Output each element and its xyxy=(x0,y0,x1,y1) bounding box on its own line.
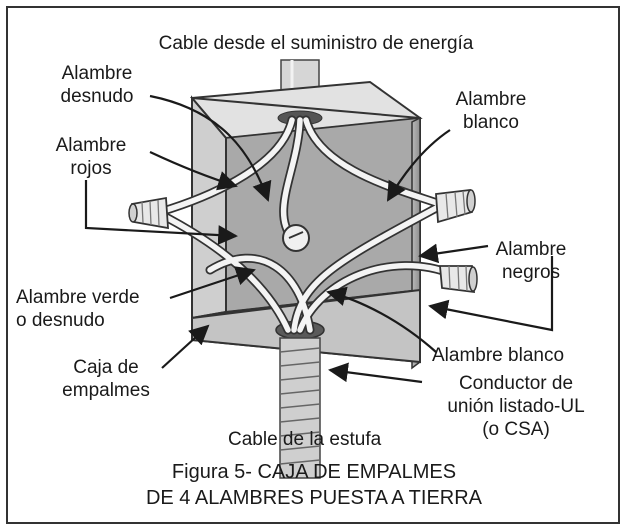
wire-nut-left-icon xyxy=(128,196,169,230)
wire-nut-right-bottom-icon xyxy=(439,265,478,294)
arrow-red-wire-upper xyxy=(149,151,238,191)
arrow-white-wire-top xyxy=(386,129,451,202)
arrow-red-wire-lower xyxy=(84,180,238,245)
label-bonding-conductor: Conductor de unión listado-UL (o CSA) xyxy=(447,373,585,440)
arrow-white-wire-bottom xyxy=(326,286,437,353)
label-bare-wire: Alambre desnudo xyxy=(60,63,134,107)
ground-screw-icon xyxy=(282,224,310,252)
arrow-green-wire xyxy=(169,266,256,300)
label-range-cable: Cable de la estufa xyxy=(228,429,382,450)
label-red-wires: Alambre rojos xyxy=(55,135,127,179)
label-white-wire-bottom: Alambre blanco xyxy=(432,345,565,366)
label-white-wire-top: Alambre blanco xyxy=(455,89,527,133)
arrow-bare-wire xyxy=(149,94,272,202)
arrow-bonding-conductor xyxy=(328,362,423,384)
label-black-wires: Alambre negros xyxy=(495,239,567,283)
figure-caption-line-2: DE 4 ALAMBRES PUESTA A TIERRA xyxy=(145,487,483,509)
range-cable xyxy=(279,337,321,479)
arrow-junction-box xyxy=(161,324,210,369)
label-supply-cable: Cable desde el suministro de energía xyxy=(158,33,474,54)
figure-caption-line-1: Figura 5- CAJA DE EMPALMES xyxy=(171,461,457,483)
leader-arrows xyxy=(84,94,554,384)
arrow-black-wire-lower xyxy=(428,256,554,332)
label-green-wire: Alambre verde o desnudo xyxy=(16,287,140,331)
label-junction-box: Caja de empalmes xyxy=(62,357,150,401)
arrow-black-wire-upper xyxy=(418,243,489,264)
wire-nut-right-top-icon xyxy=(435,188,476,224)
